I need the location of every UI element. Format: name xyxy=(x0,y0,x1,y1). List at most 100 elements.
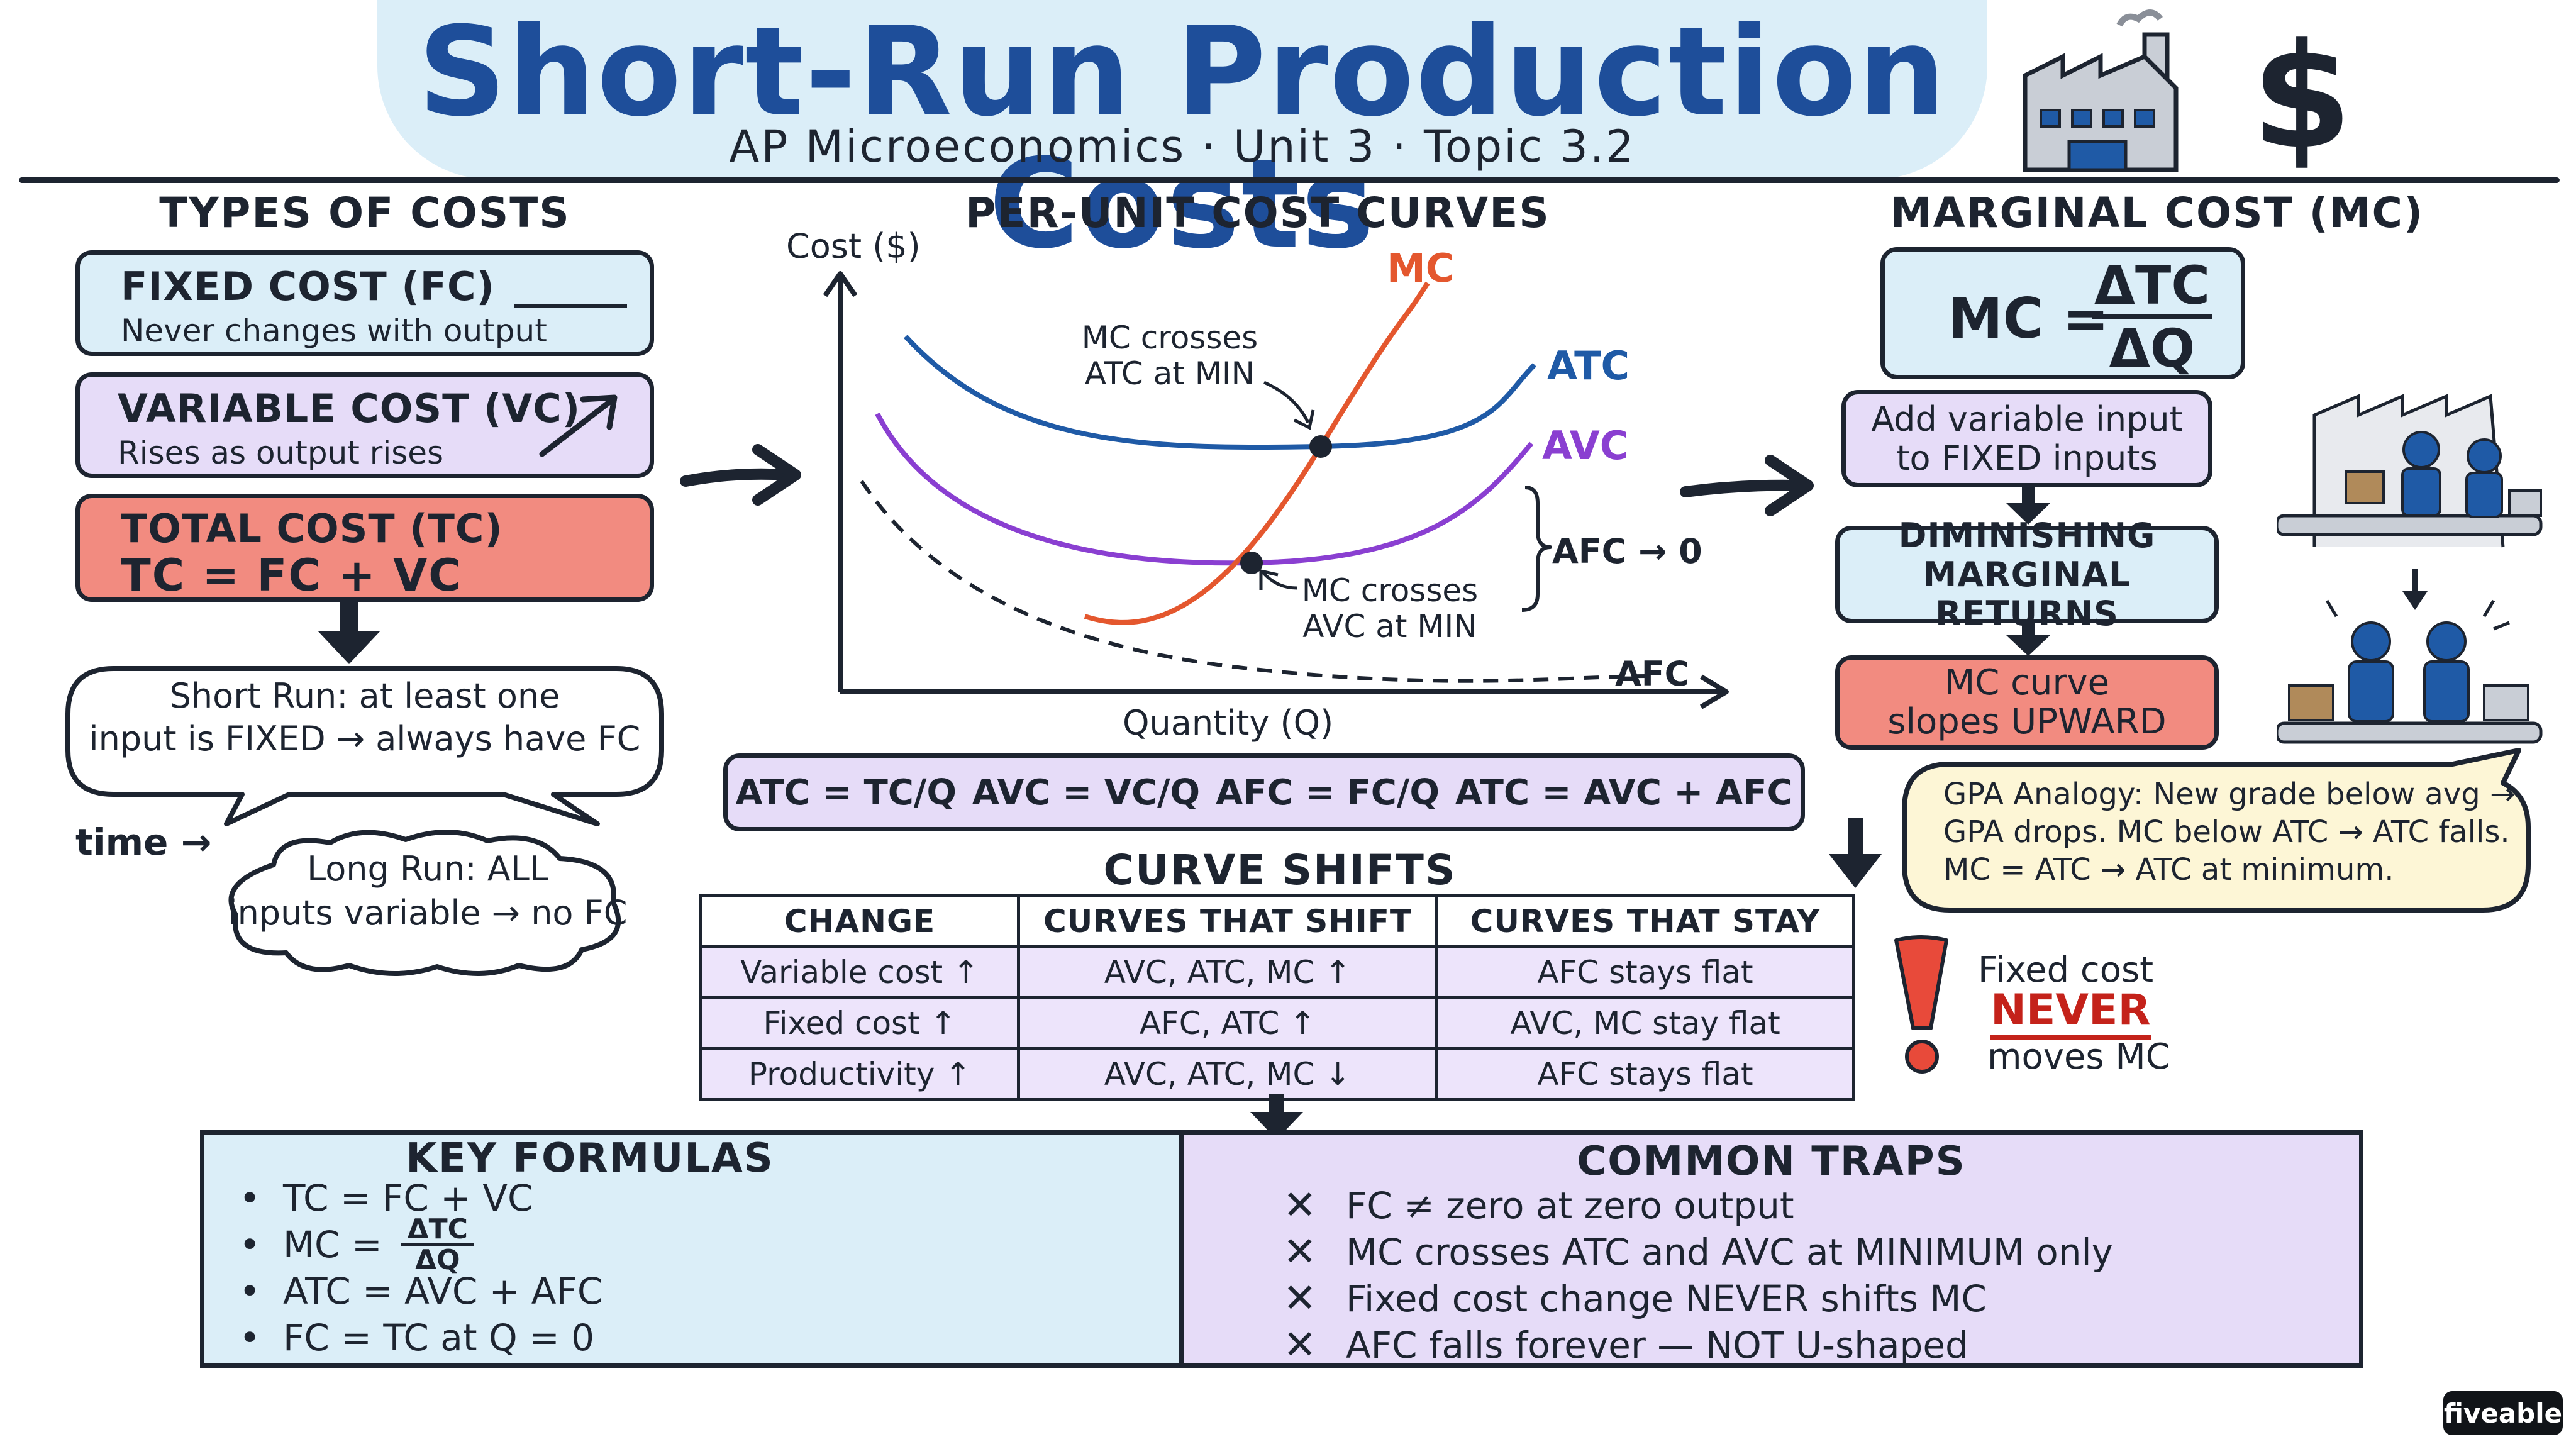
table-header-row: CHANGE CURVES THAT SHIFT CURVES THAT STA… xyxy=(699,894,1855,948)
afc-curve xyxy=(860,480,1648,683)
mc-formula-lhs: MC = xyxy=(1948,286,2109,351)
gpa-line1: GPA Analogy: New grade below avg → xyxy=(1943,777,2516,812)
warning-line1: Fixed cost xyxy=(1978,950,2154,991)
page-title: Short-Run Production Costs xyxy=(418,1,1947,276)
formula-avc: AVC = VC/Q xyxy=(972,772,1201,813)
x-mark-icon: ✕ xyxy=(1283,1229,1317,1275)
factory-workers-illustration xyxy=(2277,394,2543,744)
trap-item: ✕MC crosses ATC and AVC at MINIMUM only xyxy=(1283,1229,2113,1275)
long-run-cloud-shape xyxy=(228,830,621,977)
row2-stay: AVC, MC stay flat xyxy=(1435,996,1855,1050)
row3-change: Productivity ↑ xyxy=(699,1047,1020,1101)
avc-min-point xyxy=(1240,552,1263,574)
variable-cost-card: VARIABLE COST (VC) Rises as output rises xyxy=(75,372,654,478)
total-cost-card: TOTAL COST (TC) TC = FC + VC xyxy=(75,494,654,602)
per-unit-heading: PER-UNIT COST CURVES xyxy=(965,189,1550,237)
long-run-line2: inputs variable → no FC xyxy=(228,893,628,933)
step1-line2: to FIXED inputs xyxy=(1896,438,2158,478)
x-mark-icon: ✕ xyxy=(1283,1182,1317,1229)
warning-line2: NEVER xyxy=(1990,986,2151,1040)
long-run-line1: Long Run: ALL xyxy=(307,849,548,889)
time-label: time → xyxy=(75,821,212,863)
fixed-cost-title: FIXED COST (FC) xyxy=(121,264,495,309)
step1-line1: Add variable input xyxy=(1871,399,2183,439)
mc-formula-box: MC = ΔTC ΔQ xyxy=(1880,247,2245,379)
cost-curves-chart xyxy=(823,271,1729,709)
atc-label: ATC xyxy=(1547,343,1629,389)
row2-change: Fixed cost ↑ xyxy=(699,996,1020,1050)
key-formulas-panel xyxy=(200,1130,1184,1368)
down-arrow-step1 xyxy=(2006,487,2050,525)
short-run-line1: Short Run: at least one xyxy=(169,676,560,716)
page-subtitle: AP Microeconomics · Unit 3 · Topic 3.2 xyxy=(729,121,1636,172)
note-avc-line1: MC crosses xyxy=(1301,572,1479,609)
warning-line3: moves MC xyxy=(1987,1036,2170,1077)
row1-change: Variable cost ↑ xyxy=(699,945,1020,999)
mc-formula-num: ΔTC xyxy=(2094,255,2210,316)
key-formulas-list: •TC = FC + VC •MC = ΔTC ΔQ •ATC = AVC + … xyxy=(239,1175,994,1361)
afc-label: AFC xyxy=(1615,654,1690,694)
trap-item: ✕Fixed cost change NEVER shifts MC xyxy=(1283,1275,1987,1322)
x-mark-icon: ✕ xyxy=(1283,1322,1317,1368)
fixed-cost-desc: Never changes with output xyxy=(121,313,547,349)
step2-line2: MARGINAL RETURNS xyxy=(1923,554,2131,633)
title-cloud xyxy=(377,0,1987,179)
variable-cost-title: VARIABLE COST (VC) xyxy=(118,386,581,431)
down-arrow-icon xyxy=(318,602,380,664)
step3-line1: MC curve xyxy=(1944,662,2110,703)
right-arrow-icon xyxy=(680,444,801,506)
variable-cost-desc: Rises as output rises xyxy=(118,435,444,471)
down-arrow-icon-3 xyxy=(1829,818,1882,888)
brand-badge: fiveable xyxy=(2443,1391,2563,1435)
gpa-line2: GPA drops. MC below ATC → ATC falls. xyxy=(1943,814,2510,850)
short-run-bubble-shape xyxy=(65,666,664,826)
formula-item: •ATC = AVC + AFC xyxy=(239,1270,603,1313)
step3-line2: slopes UPWARD xyxy=(1887,701,2167,742)
step-diminishing-returns: DIMINISHING MARGINAL RETURNS xyxy=(1835,516,2219,633)
flat-line-icon xyxy=(514,304,627,308)
row2-shift: AFC, ATC ↑ xyxy=(1017,996,1438,1050)
curve-shifts-table: CHANGE CURVES THAT SHIFT CURVES THAT STA… xyxy=(699,894,1855,1101)
step2-line1: DIMINISHING xyxy=(1898,515,2156,555)
gpa-bubble-shape xyxy=(1902,748,2531,913)
avc-label: AVC xyxy=(1542,423,1629,469)
mc-label: MC xyxy=(1387,245,1455,291)
exclamation-icon xyxy=(1894,935,1948,1074)
note-atc-line1: MC crosses xyxy=(1081,319,1258,356)
types-of-costs-heading: TYPES OF COSTS xyxy=(159,189,570,237)
factory-icon xyxy=(2023,9,2179,172)
afc-brace xyxy=(1521,486,1552,612)
x-axis-label: Quantity (Q) xyxy=(1123,703,1334,743)
common-traps-heading: COMMON TRAPS xyxy=(1577,1138,1966,1185)
formula-item-mc: •MC = ΔTC ΔQ xyxy=(239,1215,994,1274)
right-arrow-icon-2 xyxy=(1680,455,1814,516)
formula-item: •FC = TC at Q = 0 xyxy=(239,1316,595,1359)
short-run-line2: input is FIXED → always have FC xyxy=(89,719,641,758)
dollar-sign: $ xyxy=(2251,13,2353,181)
per-unit-formulas: ATC = TC/Q AVC = VC/Q AFC = FC/Q ATC = A… xyxy=(723,753,1805,831)
y-axis-label: Cost ($) xyxy=(786,226,921,266)
formula-item: •TC = FC + VC xyxy=(239,1177,533,1219)
formula-atc-sum: ATC = AVC + AFC xyxy=(1455,772,1793,813)
x-mark-icon: ✕ xyxy=(1283,1275,1317,1322)
mc-fraction-bar xyxy=(2092,314,2212,319)
curve-shifts-heading: CURVE SHIFTS xyxy=(1103,846,1457,894)
mc-formula-den: ΔQ xyxy=(2109,318,2196,379)
formula-atc: ATC = TC/Q xyxy=(735,772,957,813)
row3-stay: AFC stays flat xyxy=(1435,1047,1855,1101)
note-avc-line2: AVC at MIN xyxy=(1302,608,1477,645)
row3-shift: AVC, ATC, MC ↓ xyxy=(1017,1047,1438,1101)
col-shift: CURVES THAT SHIFT xyxy=(1017,894,1438,948)
trap-item: ✕FC ≠ zero at zero output xyxy=(1283,1182,1794,1229)
total-cost-title: TOTAL COST (TC) xyxy=(121,506,503,552)
header-rule xyxy=(19,177,2560,183)
common-traps-panel xyxy=(1179,1130,2363,1368)
step-add-variable-input: Add variable input to FIXED inputs xyxy=(1841,390,2212,487)
table-row: Productivity ↑ AVC, ATC, MC ↓ AFC stays … xyxy=(699,1047,1855,1101)
atc-min-point xyxy=(1309,435,1332,458)
down-arrow-step2 xyxy=(2006,623,2050,656)
total-cost-formula: TC = FC + VC xyxy=(121,550,462,601)
afc-zero-label: AFC → 0 xyxy=(1552,531,1702,571)
gpa-line3: MC = ATC → ATC at minimum. xyxy=(1943,852,2394,887)
key-formulas-heading: KEY FORMULAS xyxy=(406,1135,774,1182)
